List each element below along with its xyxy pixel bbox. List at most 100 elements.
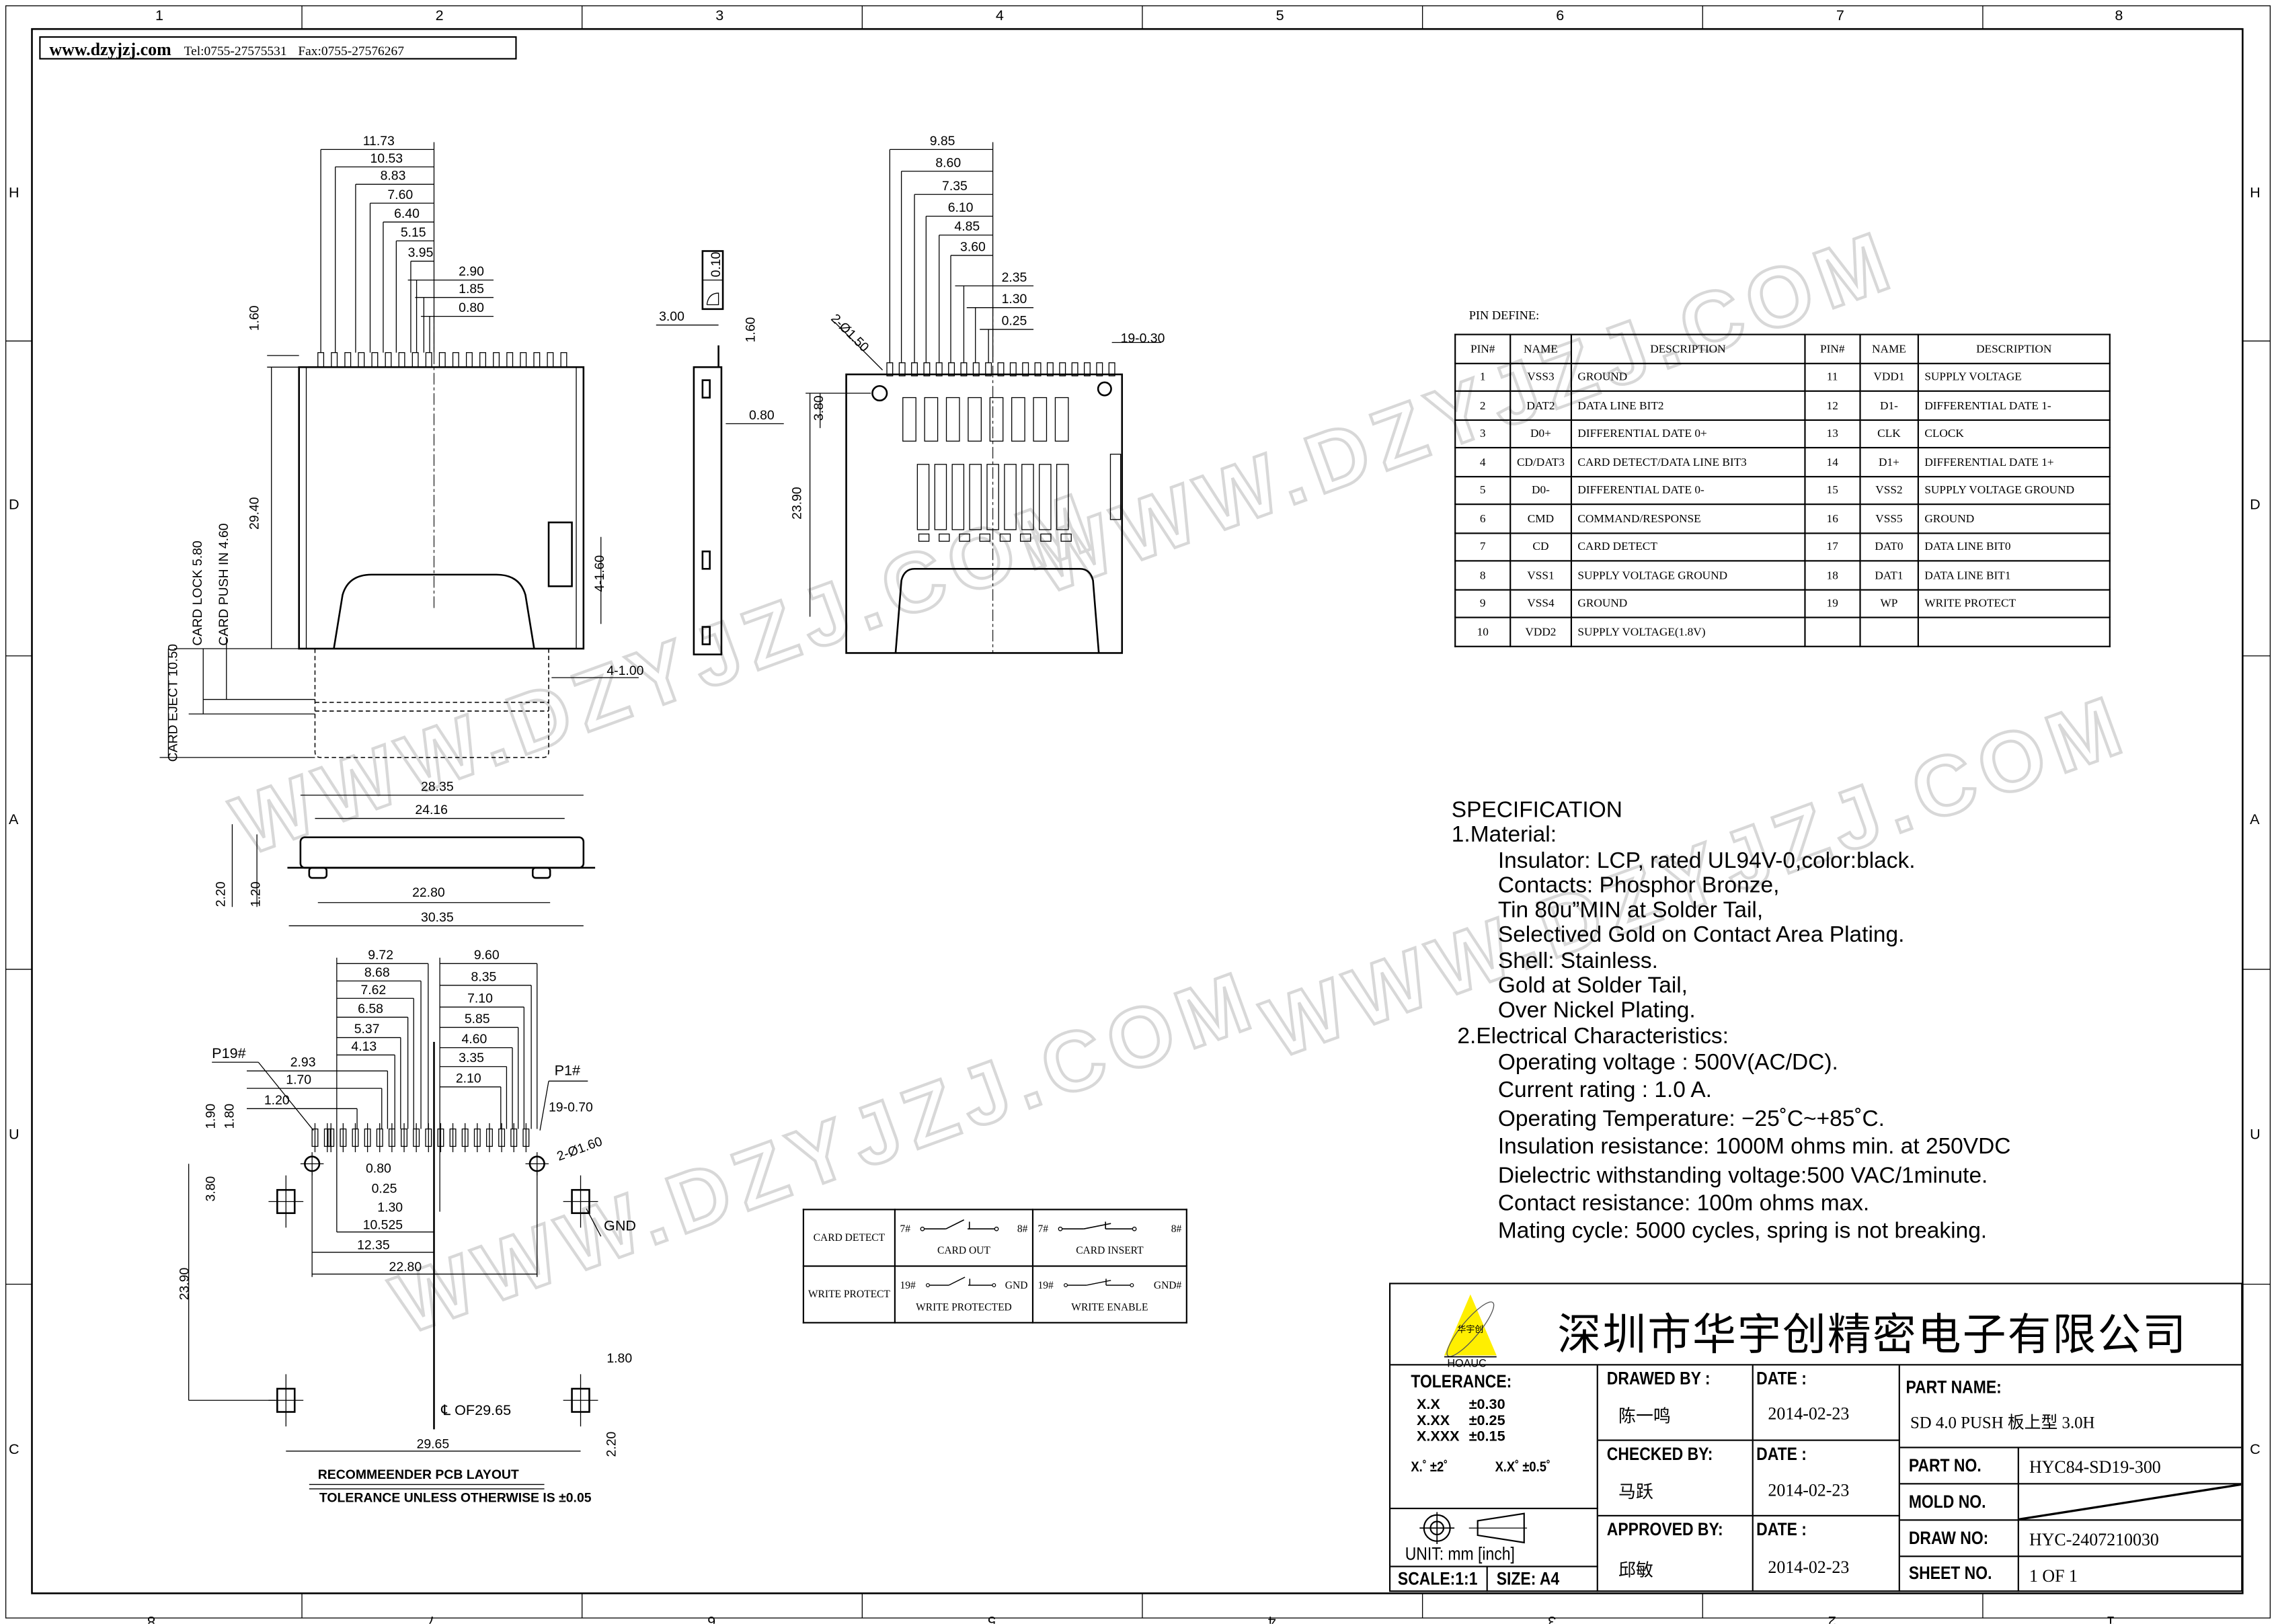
pitch-dimensions: 11.7310.538.837.606.405.153.952.901.850.… [320,134,494,353]
card-eject-outline [314,648,549,758]
contact-pin [560,352,567,368]
part-no-label-cell: PART NO. [1899,1448,2019,1485]
empty-field-slash [2018,1484,2242,1520]
dim-pad-left: 4.13 [351,1039,377,1054]
switch-closed-icon [1058,1221,1137,1231]
dim-pitch: 3.95 [408,245,434,260]
sheet-no-value: 1 OF 1 [2029,1566,2078,1586]
card-slot-opening [333,573,535,649]
part-no-value: HYC84-SD19-300 [2029,1457,2161,1477]
spec-material-line: Contacts: Phosphor Bronze, [1497,873,1780,899]
dim-pitch: 9.85 [930,134,955,149]
drawed-by-cell: DRAWED BY : 陈一鸣 [1598,1365,1754,1441]
drawed-date: 2014-02-23 [1768,1403,1850,1424]
contact-pin [1083,362,1091,376]
zone-column-label: 6 [1556,7,1564,24]
contact-spring [1039,464,1052,530]
spec-electrical-line: Operating Temperature: −25˚C~+85˚C. [1497,1106,1885,1132]
switch-terminal-right: 8# [1171,1223,1182,1235]
contact-pin [1046,362,1054,376]
contact-pin [1034,362,1042,376]
side-profile [693,366,723,655]
connector-body [298,366,585,650]
zone-column-label: 2 [436,7,444,24]
dim-pad-left: 1.70 [286,1073,311,1088]
dim-pad-left: 1.20 [264,1093,290,1108]
centerline-label: ℄ OF29.65 [440,1402,511,1418]
contact-pin [1096,362,1103,376]
draw-no-label-cell: DRAW NO: [1899,1520,2019,1557]
sheet-frame [5,5,2271,1619]
switch-function-label: WRITE PROTECT [802,1265,896,1324]
switch-state-cell: 19#GND#WRITE ENABLE [1031,1265,1187,1324]
draw-no-cell: HYC-2407210030 [2018,1520,2242,1557]
tolerance-value: ±0.25 [1468,1413,1505,1430]
dim-pitch: 8.60 [935,155,961,170]
dim-pad-left: 6.58 [358,1002,383,1016]
tel-text: Tel:0755-27575531 [184,43,287,58]
dim-pcb-0-80: 0.80 [366,1161,391,1176]
part-name-label: PART NAME: [1906,1377,2002,1397]
front-view: 28.35 24.16 22.80 30.35 2.20 1.20 [214,780,596,926]
dim-depth: 23.90 [790,487,805,520]
date-cell: DATE : 2014-02-23 [1753,1440,1900,1516]
tolerance-label: TOLERANCE: [1411,1371,1512,1392]
pin-description: DATA LINE BIT1 [1917,560,2111,590]
contact-pin [465,352,473,368]
contact-spring [916,464,930,530]
contact-pin [506,352,514,368]
zone-row-label: H [2250,184,2261,201]
dim-pitch: 0.25 [1002,314,1027,329]
contact-tab [1040,533,1052,542]
write-protect-switch [1109,454,1122,520]
dim-pitch: 6.10 [948,200,974,215]
date-label: DATE : [1756,1368,1807,1389]
dim-pcb-0-25: 0.25 [372,1182,397,1196]
dim-side-pin: 1.60 [744,317,758,342]
contact-spring [969,464,982,530]
switch-function-label: CARD DETECT [802,1209,896,1267]
spec-material-line: Shell: Stainless. [1497,948,1658,974]
pin-name: WP [1859,588,1919,618]
switch-terminal-right: GND# [1153,1280,1182,1292]
contact-spring [1054,397,1069,442]
dim-pad-right: 5.85 [465,1012,490,1026]
pin-number: 3 [1454,418,1512,449]
zone-row-label: A [9,811,19,827]
pin-number: 5 [1454,475,1512,505]
drawed-by-label: DRAWED BY : [1606,1368,1711,1389]
date-cell: DATE : 2014-02-23 [1754,1516,1900,1592]
pin-description: SUPPLY VOLTAGE GROUND [1570,560,1806,590]
contact-tab [1019,533,1031,542]
dim-pad-left: 9.72 [368,948,393,963]
dim-pitch: 1.30 [1002,292,1027,307]
tolerance-row: X.XX±0.25 [1417,1414,1505,1430]
zone-column-label: 7 [428,1613,436,1624]
mold-no-label-cell: MOLD NO. [1899,1484,2019,1521]
pin-description: DIFFERENTIAL DATE 0- [1570,475,1806,505]
dim-pcb-3-80: 3.80 [204,1176,219,1202]
dim-pad-right: 8.35 [471,969,497,984]
dim-pitch: 3.60 [960,239,986,254]
pin-number: 13 [1804,418,1861,449]
company-name: 深圳市华宇创精密电子有限公司 [1557,1310,2188,1361]
pin-row [317,352,567,368]
pin-name: D0- [1509,475,1572,505]
approved-date: 2014-02-23 [1768,1557,1850,1578]
contact-pin [371,352,379,368]
approved-by-label: APPROVED BY: [1606,1519,1723,1540]
pin-name: D1+ [1859,446,1919,477]
specification: SPECIFICATION 1.Material: Insulator: LCP… [1452,798,2011,1246]
pin-name [1859,616,1919,647]
pin-name: VSS5 [1859,503,1919,534]
contact-pin [1071,362,1078,376]
pin-description [1917,616,2111,647]
pin-name: CD [1509,532,1572,562]
